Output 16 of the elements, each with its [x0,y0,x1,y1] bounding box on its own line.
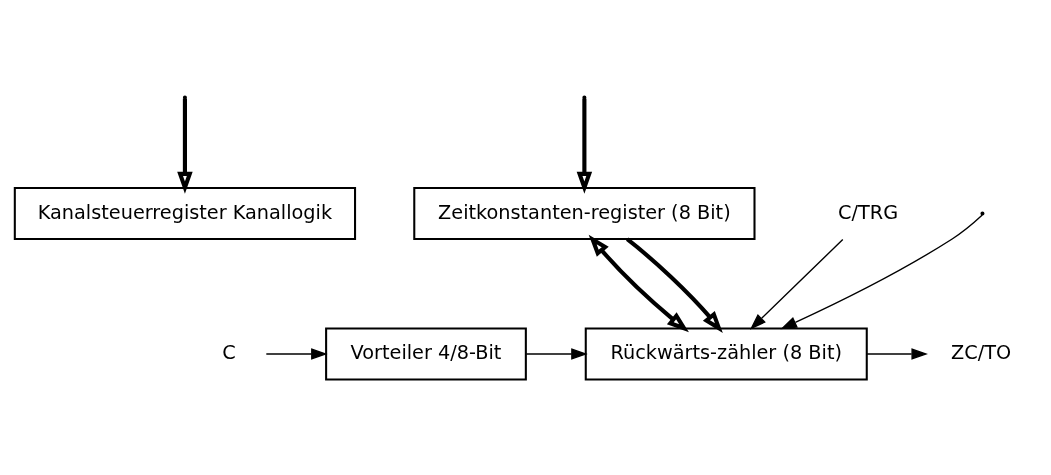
arrow [265,347,328,360]
arrow [780,213,983,329]
node-box: Kanalsteuerregister Kanallogik [13,186,357,240]
node-text: C/TRG [838,200,899,224]
node-text: ZC/TO [951,340,1012,364]
arrow [576,98,593,194]
arrow [866,347,928,360]
arrow [177,98,193,194]
arrow [625,237,723,333]
node-box: Rückwärts-zähler (8 Bit) [584,327,868,381]
arrow [749,238,844,330]
node-box: Vorteiler 4/8-Bit [325,327,527,381]
arrow [525,347,588,360]
arrow [588,234,689,332]
node-box: Zeitkonstanten-register (8 Bit) [413,186,756,240]
node-text: C [222,340,236,364]
